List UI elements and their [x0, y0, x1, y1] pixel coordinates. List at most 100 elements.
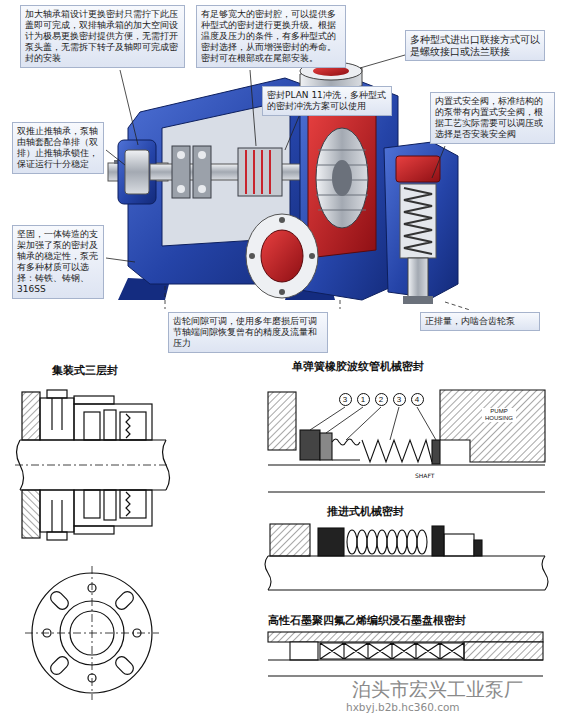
drawing-part: [249, 253, 255, 259]
callout-number: 3: [339, 393, 352, 406]
drawing-part: [25, 566, 159, 700]
drawing-part: [268, 660, 543, 676]
drawing-part: [265, 556, 548, 590]
callout-box: 内置式安全阀，标准结构的的泵带有内置式安全阀，根据工艺实际需要可以调压或选择是否…: [430, 92, 555, 144]
drawing-label: PUMP HOUSING: [482, 408, 516, 422]
drawing-part: [268, 392, 296, 450]
drawing-part: [360, 55, 405, 68]
drawing-part: [347, 530, 357, 554]
callout-box: 齿轮间隙可调，使用多年磨损后可调节轴端间隙恢复曾有的精度及流量和压力: [168, 312, 328, 353]
pump-cutaway: [108, 62, 458, 304]
callout-text: 加大轴承箱设计更换密封只需拧下此压盖即可完成，双排轴承箱的加大空间设计为极易更换…: [25, 9, 180, 64]
callout-box: 多种型式进出口联接方式可以是螺纹接口或法兰联接: [405, 30, 545, 61]
drawing-part: [384, 142, 458, 298]
drawing-part: [357, 530, 367, 554]
drawing-part: [332, 160, 352, 196]
drawing-part: [104, 410, 116, 440]
callout-text: 坚固，一体铸造的支架加强了泵的密封及轴承的稳定性，泵壳有多种材质可以选择：铸铁、…: [17, 229, 99, 295]
callout-number: 2: [375, 393, 388, 406]
drawing-part: [198, 185, 206, 193]
drawing-part: [268, 556, 545, 590]
drawing-part: [318, 528, 344, 556]
callout-box: 坚固，一体铸造的支架加强了泵的密封及轴承的稳定性，泵壳有多种材质可以选择：铸铁、…: [12, 225, 104, 299]
drawing-part: [432, 526, 444, 556]
drawing-part: [126, 414, 130, 438]
drawing-part: [268, 632, 543, 642]
drawing-part: [250, 70, 256, 146]
drawing-label: 推进式机械密封: [327, 505, 404, 518]
drawing-part: [285, 114, 300, 150]
drawing-part: [47, 390, 67, 398]
drawing-part: [367, 530, 377, 554]
drawing-part: [474, 540, 482, 556]
drawing-part: [48, 589, 71, 612]
drawing-part: [279, 217, 285, 223]
drawing-part: [22, 390, 152, 440]
drawing-part: [48, 654, 71, 677]
drawing-part: [193, 146, 211, 198]
drawing-part: [268, 465, 545, 492]
drawing-part: [125, 150, 149, 194]
drawing-part: [403, 296, 433, 304]
drawing-part: [432, 440, 440, 464]
drawing-part: [246, 214, 318, 298]
callout-box: 正排量，内啮合齿轮泵: [420, 312, 540, 331]
drawing-part: [84, 412, 100, 440]
drawing-part: [464, 642, 543, 660]
drawing-part: [377, 530, 387, 554]
drawing-part: [113, 654, 136, 677]
callout-box: 有足够宽大的密封腔，可以提供多种型式的密封进行更换升级。根据温度及压力的条件，有…: [196, 5, 346, 68]
watermark: 泊头市宏兴工业泵厂: [352, 678, 523, 701]
packing-seal-section: [268, 632, 543, 676]
drawing-part: [310, 407, 436, 440]
drawing-part: [74, 404, 152, 440]
drawing-part: [238, 148, 282, 196]
drawing-part: [22, 392, 40, 440]
drawing-part: [320, 433, 332, 460]
drawing-label: 集装式三层封: [52, 364, 118, 377]
drawing-part: [120, 412, 146, 440]
drawing-part: [440, 390, 545, 462]
drawing-part: [106, 150, 125, 165]
drawing-part: [316, 150, 368, 210]
callout-box: 加大轴承箱设计更换密封只需拧下此压盖即可完成，双排轴承箱的加大空间设计为极易更换…: [20, 5, 185, 68]
drawing-part: [177, 185, 185, 193]
callout-text: 内置式安全阀，标准结构的的泵带有内置式安全阀，根据工艺实际需要可以调压或选择是否…: [435, 96, 550, 140]
callout-number: 1: [357, 393, 370, 406]
drawing-part: [279, 289, 285, 295]
watermark: hxbyj.b2b.hc360.com: [346, 701, 460, 714]
drawing-part: [432, 146, 445, 178]
drawing-label: 单弹簧橡胶波纹管机械密封: [292, 360, 424, 373]
drawing-part: [332, 439, 360, 460]
pusher-seal-section: [265, 524, 548, 590]
cartridge-seal-end-view: [25, 566, 159, 700]
drawing-part: [400, 184, 436, 258]
callout-box: 双推止推轴承，泵轴由轴套配合单排（双排）止推轴承锁住，保证运行十分稳定: [12, 122, 104, 174]
drawing-part: [300, 430, 320, 460]
drawing-part: [396, 156, 440, 182]
drawing-label: 高性石墨聚四氟乙烯编织浸石墨盘根密封: [268, 614, 466, 627]
drawing-part: [290, 642, 318, 660]
drawing-part: [444, 534, 474, 556]
drawing-part: [320, 643, 464, 659]
cartridge-seal-section: [15, 390, 170, 540]
leader-lines: [106, 55, 470, 310]
callout-number: 3: [393, 393, 406, 406]
callout-text: 多种型式进出口联接方式可以是螺纹接口或法兰联接: [410, 34, 540, 57]
drawing-part: [408, 258, 428, 298]
drawing-part: [113, 589, 136, 612]
drawing-part: [261, 230, 303, 282]
drawing-part: [387, 530, 397, 554]
drawing-part: [15, 465, 170, 466]
drawing-part: [22, 490, 152, 540]
drawing-part: [40, 398, 74, 440]
drawing-part: [316, 128, 368, 228]
drawing-part: [106, 258, 135, 262]
drawing-part: [397, 530, 407, 554]
drawing-part: [165, 286, 340, 309]
drawing-part: [246, 150, 270, 194]
drawing-part: [52, 398, 62, 430]
drawing-part: [74, 396, 114, 404]
drawing-part: [308, 102, 376, 258]
